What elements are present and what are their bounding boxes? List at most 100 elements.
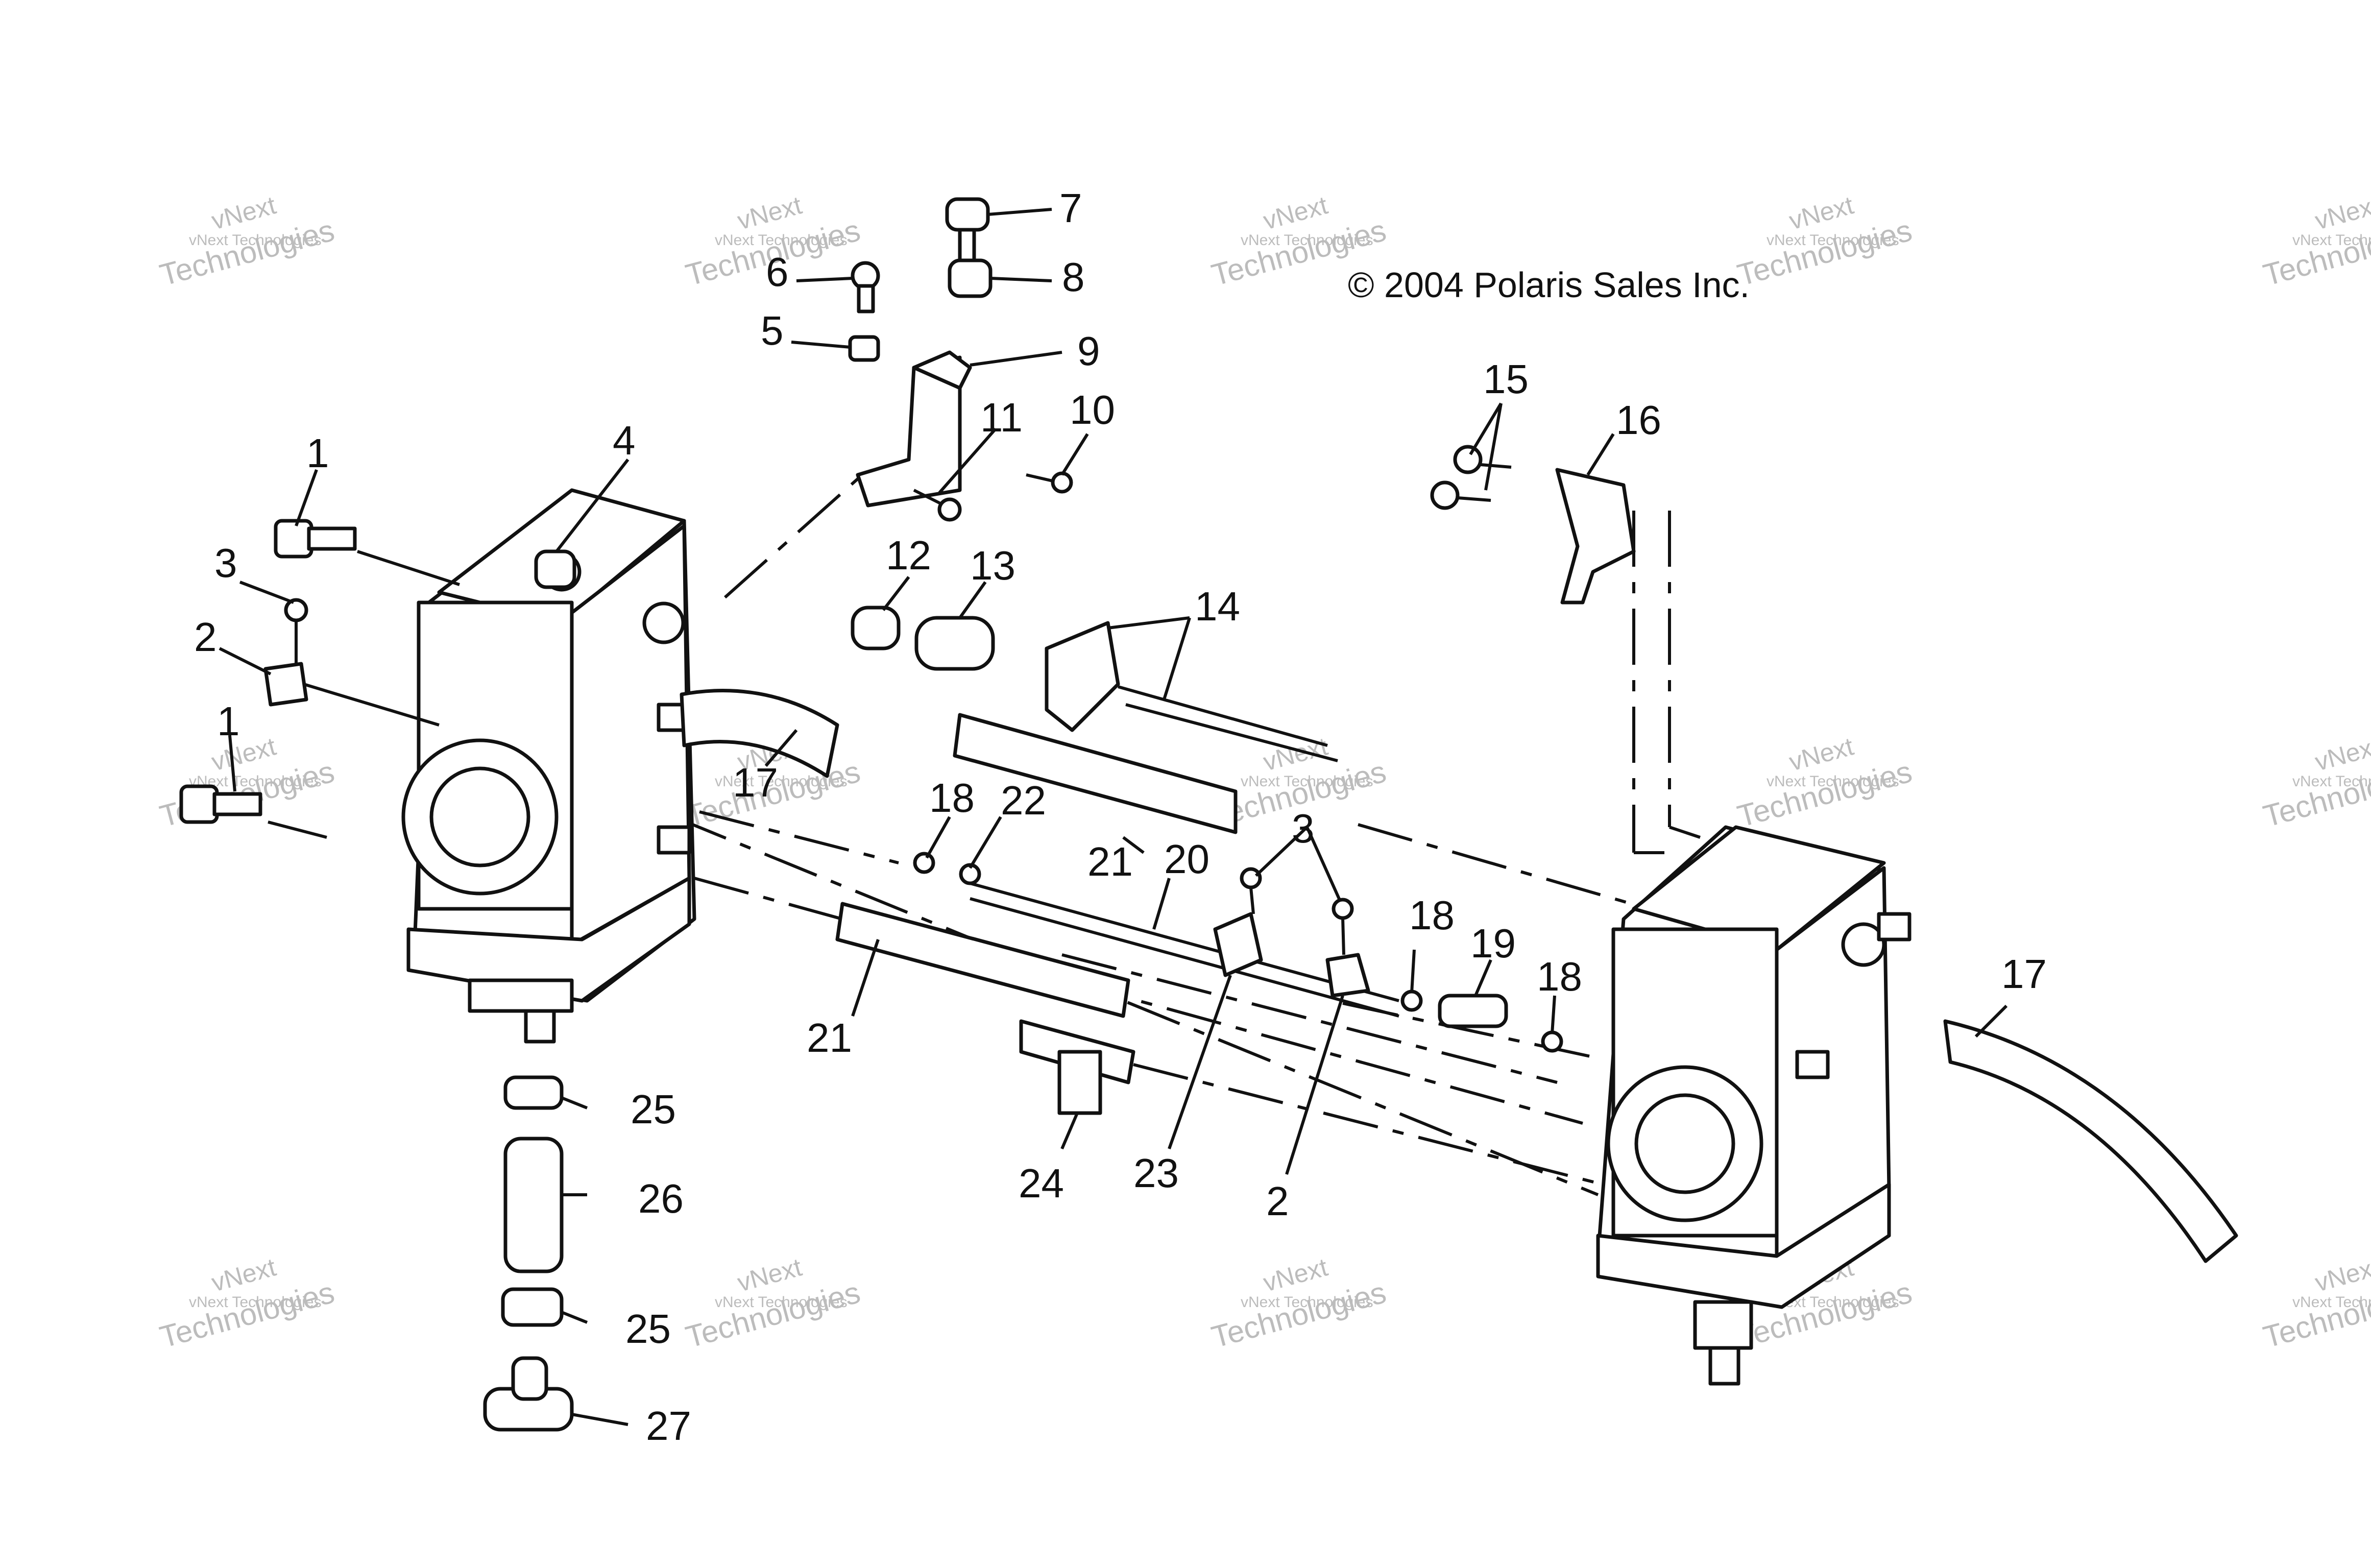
- callout-27: 27: [646, 1403, 691, 1449]
- callout-6: 6: [766, 249, 789, 295]
- svg-text:vNext Technologies: vNext Technologies: [189, 232, 322, 249]
- callout-2: 2: [194, 614, 217, 660]
- part-2-left-bracket: [263, 662, 440, 727]
- callout-7: 7: [1059, 185, 1082, 231]
- svg-text:vNext Technologies: vNext Technologies: [715, 232, 848, 249]
- part-6-screw: [851, 261, 880, 313]
- callout-20: 20: [1164, 836, 1209, 882]
- svg-text:vNext: vNext: [1786, 190, 1856, 235]
- part-21-upper-tube: [953, 713, 1238, 834]
- svg-text:vNext Technologies: vNext Technologies: [1767, 232, 1899, 249]
- callout-25: 25: [631, 1087, 676, 1132]
- watermark: vNext Technologies vNext Technologies: [1208, 1252, 1390, 1354]
- svg-text:vNext Technologies: vNext Technologies: [2292, 1294, 2371, 1311]
- part-16-bracket: [1555, 468, 1636, 605]
- part-7-cap: [945, 197, 990, 262]
- callout-21: 21: [1087, 839, 1133, 884]
- callout-8: 8: [1062, 254, 1085, 300]
- part-8-spring: [948, 258, 993, 298]
- svg-text:vNext Technologies: vNext Technologies: [1767, 773, 1899, 790]
- watermark: vNext Technologies vNext Technologies: [2260, 190, 2371, 292]
- callout-1: 1: [306, 430, 329, 476]
- part-23-lever: [1213, 912, 1263, 977]
- callout-13: 13: [970, 543, 1015, 588]
- callout-16: 16: [1616, 397, 1661, 443]
- part-13-sleeve: [914, 616, 995, 671]
- svg-text:vNext Technologies: vNext Technologies: [2292, 232, 2371, 249]
- part-1-lower-screw: [179, 784, 327, 839]
- part-2-right-bracket: [1325, 953, 1370, 998]
- callout-22: 22: [1001, 778, 1046, 823]
- callout-3: 3: [1292, 806, 1315, 851]
- svg-text:vNext Technologies: vNext Technologies: [2292, 773, 2371, 790]
- part-4-plug: [534, 549, 576, 589]
- svg-text:vNext Technologies: vNext Technologies: [1241, 1294, 1373, 1311]
- part-15-screws: [1430, 445, 1512, 510]
- svg-text:vNext: vNext: [734, 190, 805, 235]
- callout-21: 21: [807, 1015, 852, 1060]
- part-1-upper-screw: [274, 519, 460, 586]
- part-26-hose: [503, 1137, 564, 1273]
- svg-text:vNext: vNext: [1260, 190, 1330, 235]
- part-11-screw: [913, 489, 962, 522]
- part-22-clip: [959, 863, 981, 885]
- part-25-lower-clamp: [501, 1287, 564, 1327]
- watermark: vNext Technologies vNext Technologies: [1734, 732, 1916, 833]
- part-10-screw: [1026, 471, 1073, 494]
- svg-text:vNext: vNext: [1786, 732, 1856, 776]
- svg-text:vNext Technologies: vNext Technologies: [1241, 773, 1373, 790]
- callout-18: 18: [929, 775, 975, 821]
- watermark: vNext Technologies vNext Technologies: [1734, 190, 1916, 292]
- callout-17: 17: [733, 760, 778, 805]
- callout-19: 19: [1470, 921, 1516, 966]
- svg-text:vNext: vNext: [1260, 732, 1330, 776]
- callout-5: 5: [761, 308, 784, 353]
- part-18-washer-1: [913, 852, 935, 874]
- svg-text:vNext: vNext: [208, 190, 279, 235]
- svg-text:vNext: vNext: [2312, 1252, 2371, 1297]
- callout-25: 25: [625, 1306, 671, 1352]
- part-5-spring: [848, 335, 880, 362]
- callout-12: 12: [886, 533, 931, 578]
- callout-17: 17: [2001, 951, 2047, 997]
- callout-11: 11: [980, 395, 1023, 440]
- part-3-right-screws: [1240, 867, 1354, 955]
- svg-text:vNext: vNext: [2312, 190, 2371, 235]
- part-24-tee: [1019, 1019, 1135, 1115]
- callout-1: 1: [217, 698, 240, 744]
- callout-23: 23: [1133, 1150, 1179, 1196]
- watermark: vNext Technologies vNext Technologies: [156, 1252, 338, 1354]
- part-19-spring: [1438, 994, 1508, 1028]
- watermark: vNext Technologies vNext Technologies: [2260, 1252, 2371, 1354]
- part-18-washer-3: [1541, 1030, 1563, 1053]
- callout-3: 3: [214, 540, 237, 586]
- callout-14: 14: [1195, 584, 1240, 629]
- part-3-left-screw: [284, 598, 308, 664]
- watermark: vNext Technologies vNext Technologies: [156, 190, 338, 292]
- assembly-lines: [673, 468, 1701, 1196]
- part-25-upper-clamp: [503, 1075, 564, 1110]
- part-17-right-hose: [1943, 1019, 2238, 1263]
- callout-2: 2: [1266, 1178, 1289, 1224]
- callout-10: 10: [1070, 387, 1115, 432]
- svg-text:vNext Technologies: vNext Technologies: [1241, 232, 1373, 249]
- part-27-tee: [483, 1356, 574, 1432]
- svg-text:vNext: vNext: [1260, 1252, 1330, 1297]
- svg-text:vNext Technologies: vNext Technologies: [189, 1294, 322, 1311]
- part-21-lower-tube: [835, 902, 1130, 1018]
- callout-18: 18: [1409, 892, 1455, 938]
- svg-text:vNext: vNext: [2312, 732, 2371, 776]
- callout-9: 9: [1077, 328, 1100, 374]
- part-12-spring: [851, 606, 901, 650]
- svg-text:vNext Technologies: vNext Technologies: [715, 1294, 848, 1311]
- part-14-cam-and-shaft: [1045, 621, 1338, 762]
- callout-15: 15: [1483, 356, 1529, 402]
- svg-text:vNext: vNext: [734, 1252, 805, 1297]
- leader-lines: [219, 208, 2008, 1426]
- callout-labels: 1 1 2 2 3 3 4 5 6 7 8 9 10 11 12 13 14 1…: [194, 185, 2047, 1449]
- part-20-shaft: [970, 882, 1399, 1018]
- watermark: vNext Technologies vNext Technologies: [2260, 732, 2371, 833]
- callout-4: 4: [613, 418, 636, 463]
- part-18-washer-2: [1400, 990, 1423, 1012]
